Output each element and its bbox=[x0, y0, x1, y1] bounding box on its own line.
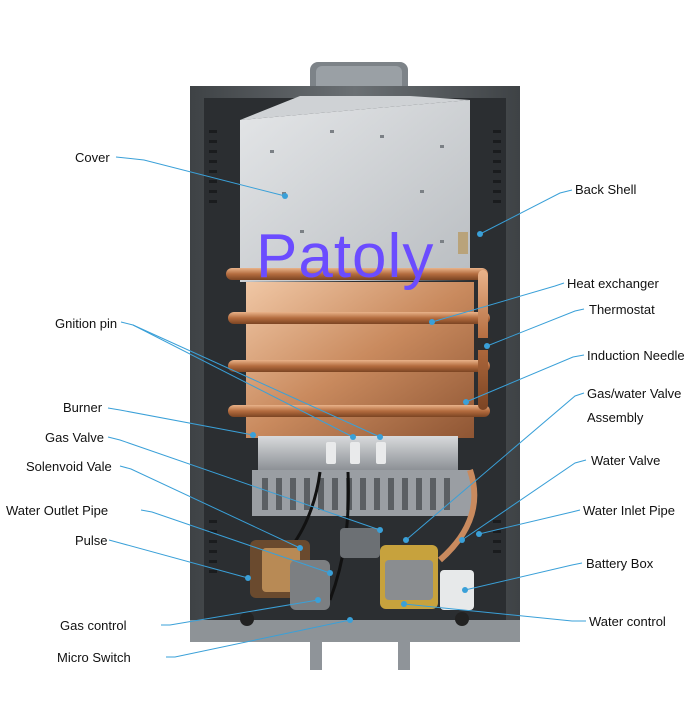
leader-battery-box bbox=[464, 562, 583, 591]
leader-cover bbox=[115, 156, 286, 197]
leader-induction-needle bbox=[465, 354, 585, 403]
lower-components bbox=[240, 469, 478, 670]
label-gas-control: Gas control bbox=[60, 618, 127, 633]
leader-dots bbox=[245, 193, 490, 623]
label-battery-box: Battery Box bbox=[586, 556, 654, 571]
label-micro-switch: Micro Switch bbox=[57, 650, 131, 665]
label-water-control: Water control bbox=[589, 614, 666, 629]
leader-thermostat bbox=[486, 308, 585, 347]
leader-gnition-pin-2 bbox=[132, 324, 381, 438]
leader-water-control bbox=[403, 603, 586, 622]
label-gas-water-valve-line1: Gas/water Valve bbox=[587, 386, 682, 401]
label-back-shell: Back Shell bbox=[575, 182, 637, 197]
brand-watermark: Patoly bbox=[256, 222, 435, 291]
label-gas-valve: Gas Valve bbox=[45, 430, 105, 445]
leader-lines bbox=[107, 156, 587, 658]
heat-exchanger bbox=[226, 268, 492, 438]
label-induction-needle: Induction Needle bbox=[587, 348, 685, 363]
leader-pulse bbox=[108, 539, 249, 579]
label-water-valve: Water Valve bbox=[591, 453, 661, 468]
label-water-inlet-pipe: Water Inlet Pipe bbox=[583, 503, 676, 518]
label-burner: Burner bbox=[63, 400, 103, 415]
leader-gas-control bbox=[161, 599, 319, 626]
label-solenvoid-vale: Solenvoid Vale bbox=[26, 459, 112, 474]
label-heat-exchanger: Heat exchanger bbox=[567, 276, 659, 291]
leader-water-valve bbox=[461, 459, 587, 541]
leader-water-inlet-pipe bbox=[478, 509, 581, 535]
label-pulse: Pulse bbox=[75, 533, 108, 548]
label-gas-water-valve-line2: Assembly bbox=[587, 410, 644, 425]
label-gnition-pin: Gnition pin bbox=[55, 316, 118, 331]
leader-back-shell bbox=[479, 189, 573, 235]
leader-micro-switch bbox=[166, 619, 351, 658]
leader-gas-water-valve bbox=[405, 392, 585, 541]
label-thermostat: Thermostat bbox=[589, 302, 655, 317]
burner-assembly bbox=[252, 436, 472, 516]
leader-water-outlet-pipe bbox=[140, 509, 331, 574]
leader-gas-valve bbox=[107, 436, 381, 531]
label-cover: Cover bbox=[75, 150, 110, 165]
leader-solenvoid-vale bbox=[119, 465, 301, 549]
label-water-outlet-pipe: Water Outlet Pipe bbox=[6, 503, 109, 518]
leader-heat-exchanger bbox=[431, 282, 565, 323]
cover-hood bbox=[240, 96, 470, 282]
leader-burner bbox=[107, 407, 254, 436]
